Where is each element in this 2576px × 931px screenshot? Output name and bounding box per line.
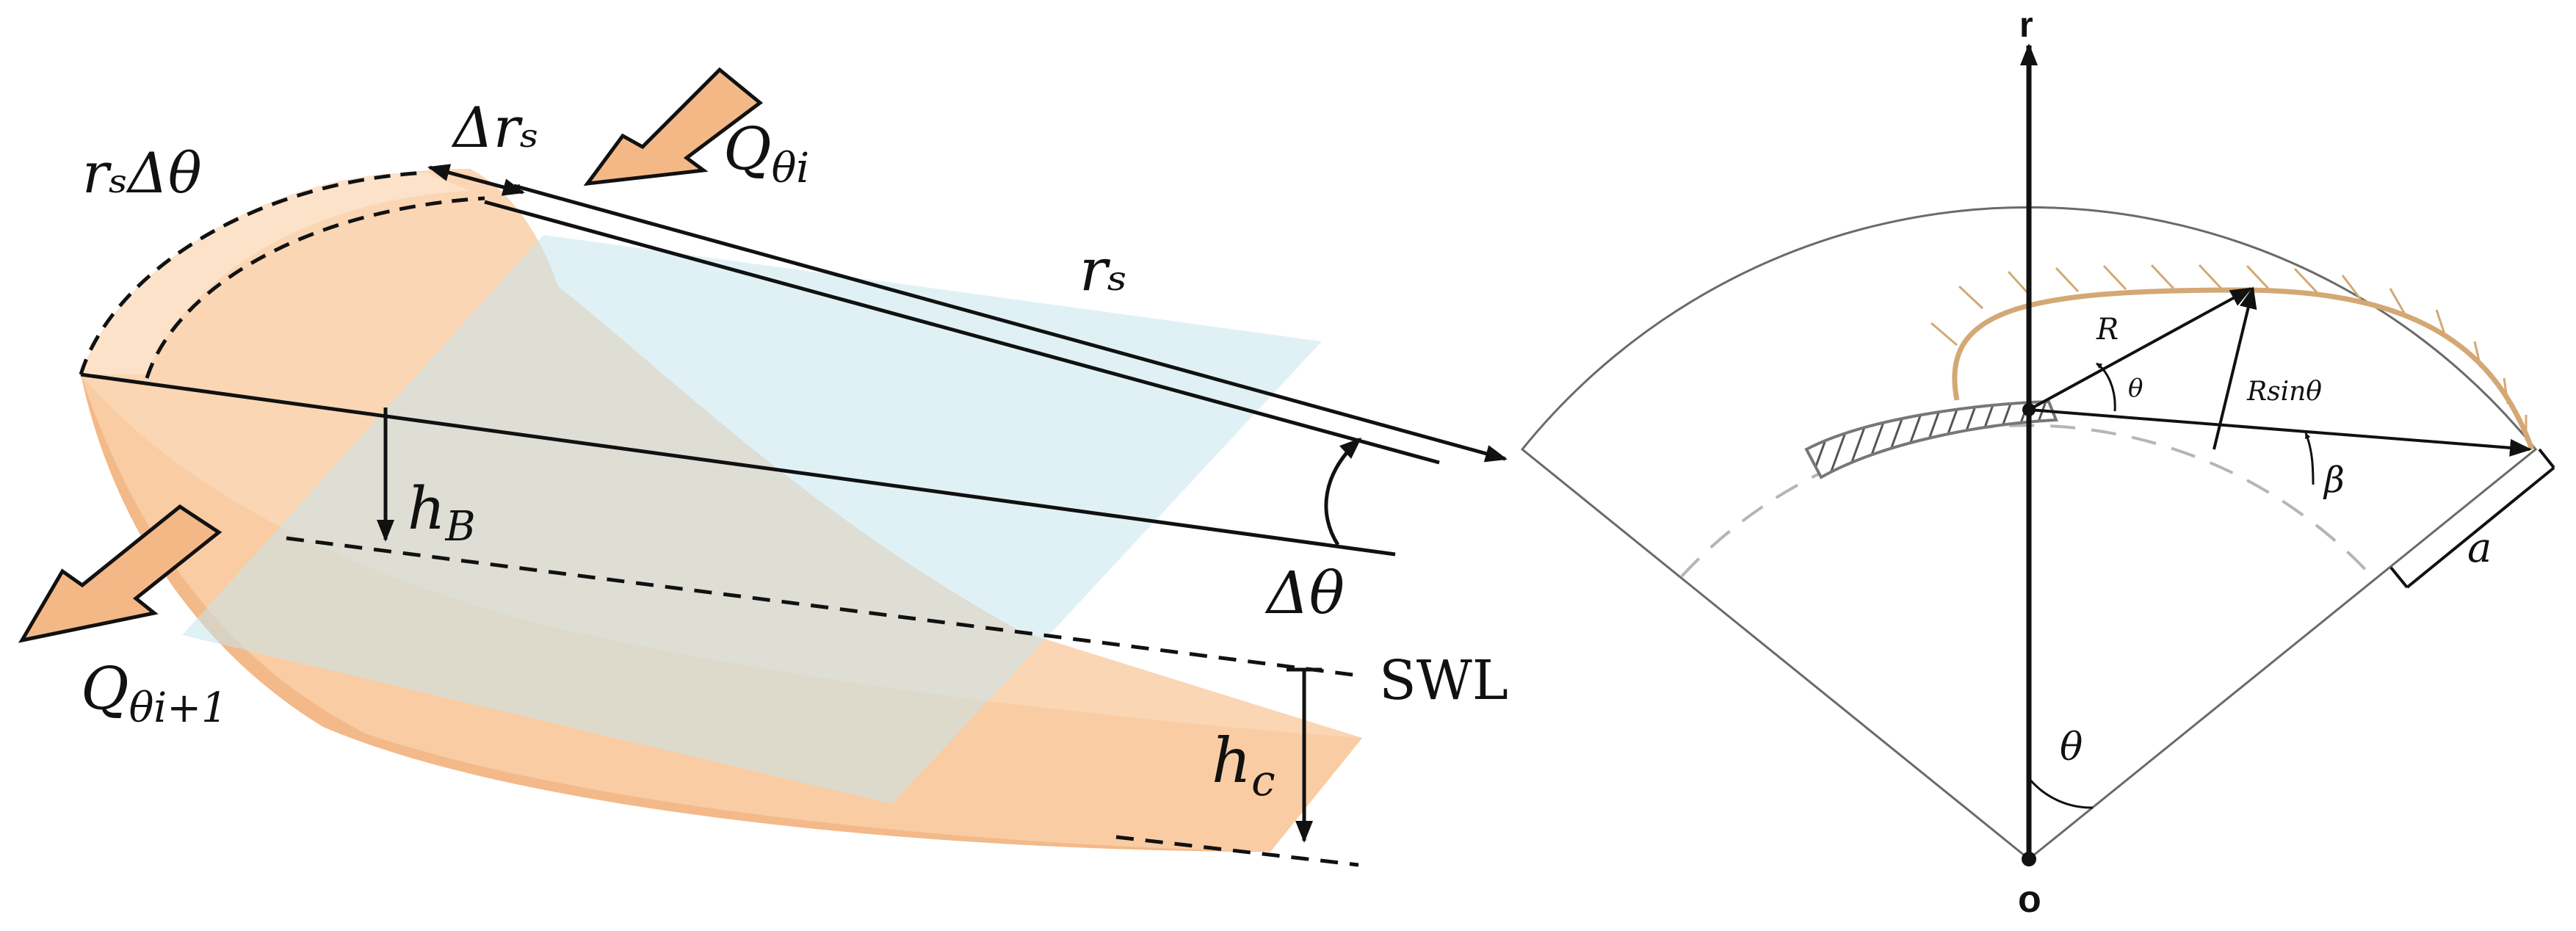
left-diagram: rₛΔθ Δrₛ Qθi rₛ hB Δθ Qθi+1 SWL hc [18, 67, 1508, 867]
radial-line-lower [80, 372, 1396, 557]
origin-point [2022, 852, 2036, 866]
rs-line-upper [513, 184, 1508, 463]
rs-dtheta-arc-outer [79, 170, 427, 375]
rs-line-lower [484, 200, 1440, 465]
label-q-theta-i1: Qθi+1 [81, 654, 228, 732]
delta-rs-arrow [427, 164, 525, 196]
label-q-theta-i1-sub: θi+1 [129, 684, 228, 732]
q-theta-i1-arrow [18, 504, 222, 643]
delta-theta-arc [1324, 437, 1362, 546]
label-rs-dtheta: rₛΔθ [82, 140, 202, 206]
coastline-hatch-ticks [1931, 264, 2528, 441]
label-q-theta-i-main: Q [723, 115, 772, 183]
label-r-axis: r [2019, 6, 2033, 45]
label-hc: hc [1212, 725, 1276, 805]
label-rs: rₛ [1079, 236, 1127, 304]
label-hb: hB [408, 474, 476, 551]
theta-center-arc [2027, 778, 2094, 809]
label-R: R [2096, 313, 2119, 347]
q-theta-i-arrow [583, 67, 764, 186]
r-vector [2028, 287, 2253, 411]
label-q-theta-i1-main: Q [81, 654, 129, 722]
label-theta-center: θ [2060, 725, 2083, 769]
a-dimension-bracket [2389, 448, 2555, 589]
label-beta: β [2323, 460, 2345, 501]
right-diagram: r o R θ Rsinθ β a θ [1520, 6, 2555, 921]
label-theta-small: θ [2128, 374, 2143, 403]
chord-vector [2028, 408, 2532, 457]
label-a: a [2467, 524, 2492, 572]
swl-line [286, 536, 1359, 678]
label-q-theta-i-sub: θi [772, 145, 810, 192]
beta-arc [2304, 432, 2315, 485]
theta-small-arc [2096, 362, 2116, 412]
hatched-headland [1804, 399, 2058, 479]
r-sin-theta-vector [2213, 286, 2257, 450]
label-delta-theta: Δθ [1265, 559, 1345, 627]
label-swl: SWL [1379, 649, 1508, 712]
label-hb-sub: B [445, 503, 476, 551]
closure-depth-line [1115, 835, 1359, 867]
label-r-sin-theta: Rsinθ [2246, 377, 2322, 407]
label-hc-sub: c [1251, 756, 1275, 805]
label-hb-main: h [408, 474, 446, 543]
label-origin: o [2018, 878, 2041, 921]
label-hc-main: h [1212, 725, 1251, 797]
rs-dtheta-arc-inner [145, 196, 485, 379]
label-delta-rs: Δrₛ [451, 95, 539, 160]
label-q-theta-i: Qθi [723, 115, 809, 192]
